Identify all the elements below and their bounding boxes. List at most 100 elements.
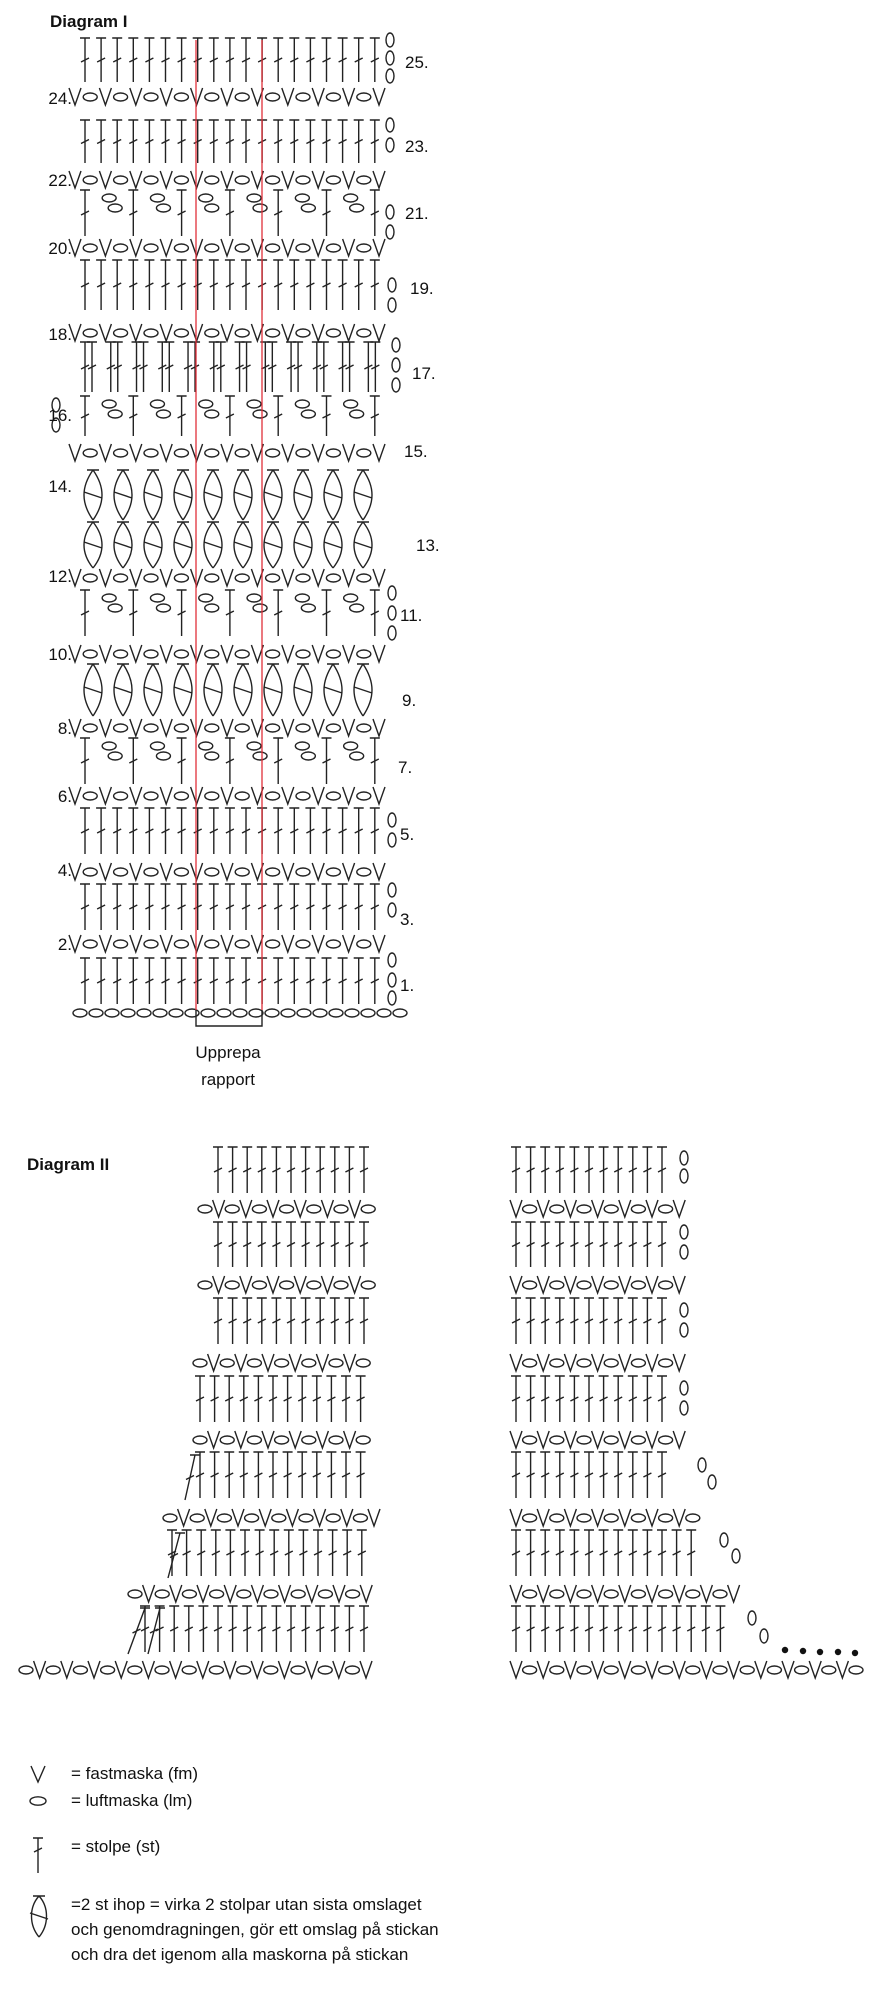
- dc2tog-icon: [29, 1895, 49, 1938]
- stitch-chain: [243, 1513, 260, 1523]
- stitch-dc: [128, 807, 139, 854]
- stitch-dc: [511, 1297, 521, 1344]
- stitch-chain: [385, 224, 395, 240]
- stitch-chain: [657, 1435, 674, 1445]
- stitch-sc: [68, 170, 82, 191]
- stitch-dc: [271, 1297, 282, 1344]
- stitch-dc: [369, 259, 380, 310]
- sc-icon: [30, 1765, 46, 1784]
- stitch-sc: [342, 1430, 357, 1451]
- stitch-chain: [72, 1008, 88, 1018]
- stitch-dc: [241, 957, 251, 1004]
- stitch-sc: [342, 1353, 357, 1374]
- stitch-chain: [101, 593, 117, 603]
- stitch-chain: [697, 1457, 707, 1473]
- stitch-sc: [341, 238, 356, 259]
- stitch-dc2tog: [293, 663, 313, 717]
- stitch-chain: [152, 1008, 168, 1018]
- stitch-sc: [129, 238, 143, 259]
- stitch-sc: [618, 1275, 632, 1296]
- stitch-dot: [834, 1648, 842, 1656]
- stitch-chain: [576, 1435, 592, 1445]
- stitch-sc: [223, 1660, 237, 1681]
- stitch-chain: [300, 603, 317, 613]
- stitch-chain: [173, 92, 190, 102]
- stitch-sc: [68, 443, 82, 464]
- stitch-dc: [715, 1605, 726, 1652]
- stitch-chain: [739, 1665, 755, 1675]
- stitch-dc: [80, 341, 90, 392]
- row-label-right: 15.: [404, 442, 428, 461]
- stitch-dc: [569, 1221, 580, 1267]
- stitch-chain: [387, 832, 397, 848]
- stitch-chain: [173, 867, 190, 877]
- stitch-chain: [391, 377, 401, 393]
- stitch-chain: [143, 573, 159, 583]
- stitch-sc: [204, 1508, 218, 1529]
- stitch-sc: [293, 1275, 307, 1296]
- stitch-chain: [521, 1204, 538, 1214]
- stitch-dc: [321, 883, 332, 930]
- stitch-chain: [657, 1513, 674, 1523]
- stitch-dc: [627, 1529, 638, 1576]
- stitch-dc: [327, 1529, 338, 1576]
- stitch-dc: [224, 189, 235, 236]
- stitch-dc2tog: [353, 469, 373, 521]
- stitch-sc: [699, 1660, 714, 1681]
- stitch-dc: [337, 957, 348, 1004]
- stitch-chain: [295, 791, 311, 801]
- stitch-chain: [317, 1589, 334, 1599]
- stitch-dc: [598, 1146, 609, 1193]
- stitch-dc: [164, 341, 175, 392]
- stitch-dc: [341, 1375, 351, 1422]
- stitch-chain: [216, 1008, 232, 1018]
- stitch-dc2tog: [143, 663, 163, 717]
- stitch-dc: [353, 883, 364, 930]
- stitch-dc: [554, 1221, 565, 1267]
- stitch-dc: [128, 589, 139, 636]
- stitch-chain: [521, 1665, 538, 1675]
- stitch-chain: [173, 243, 190, 253]
- stitch-dc: [671, 1529, 682, 1576]
- stitch-sc: [258, 1508, 272, 1529]
- stitch-dot: [851, 1649, 859, 1657]
- stitch-sc: [285, 1508, 300, 1529]
- stitch-chain: [112, 867, 129, 877]
- stitch-sc: [509, 1584, 523, 1605]
- stitch-dc: [569, 1605, 580, 1652]
- stitch-chain: [82, 939, 98, 949]
- stitch-chain: [295, 243, 311, 253]
- stitch-chain: [355, 1358, 371, 1368]
- stitch-chain: [112, 175, 129, 185]
- stitch-sc: [159, 568, 173, 589]
- row-label-right: 5.: [400, 825, 414, 844]
- stitch-dc: [242, 1221, 253, 1267]
- stitch-dc: [224, 1375, 235, 1422]
- stitch-sc: [141, 1584, 156, 1605]
- stitch-dc: [598, 1375, 609, 1422]
- stitch-chain: [273, 1358, 290, 1368]
- stitch-dc: [181, 1529, 192, 1576]
- stitch-dc: [613, 1451, 624, 1498]
- stitch-chain: [204, 92, 220, 102]
- stitch-sc: [68, 786, 82, 807]
- stitch-dc: [80, 807, 90, 854]
- stitch-dc: [192, 883, 203, 930]
- stitch-chain: [143, 867, 159, 877]
- stitch-sc: [618, 1584, 632, 1605]
- stitch-chain: [204, 175, 220, 185]
- stitch-dc: [370, 341, 381, 392]
- stitch-chain: [344, 1665, 361, 1675]
- stitch-dc: [256, 1146, 267, 1193]
- stitch-sc: [98, 644, 113, 665]
- stitch-dc: [273, 259, 284, 310]
- stitch-dc2tog: [353, 663, 373, 717]
- stitch-chain: [112, 723, 129, 733]
- stitch-sc: [645, 1199, 659, 1220]
- stitch-sc: [347, 1199, 362, 1220]
- stitch-dc: [253, 1451, 264, 1498]
- stitch-dc: [525, 1146, 536, 1193]
- stitch-dc: [584, 1529, 594, 1576]
- stitch-chain: [234, 791, 250, 801]
